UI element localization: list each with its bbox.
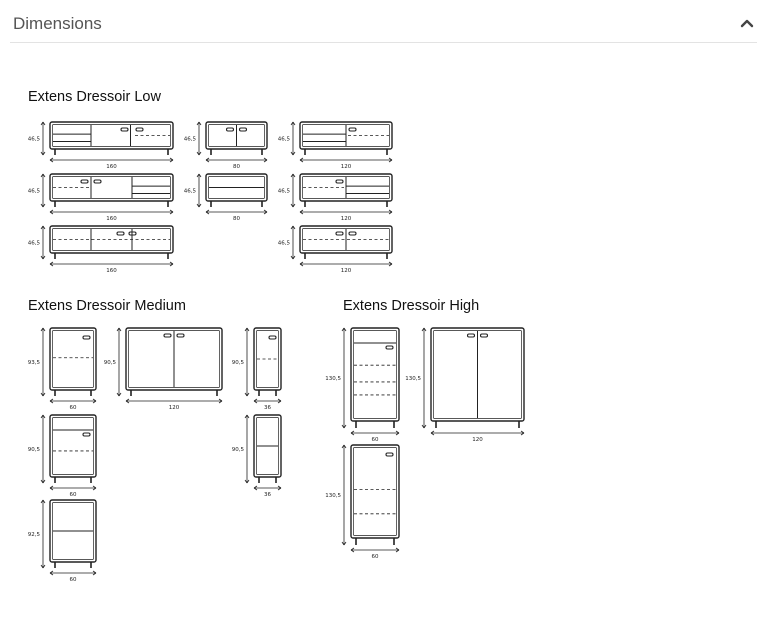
width-label: 60 xyxy=(372,437,379,443)
height-label: 93,5 xyxy=(28,360,41,366)
chevron-up-icon[interactable] xyxy=(737,12,757,34)
cabinet-drawing-high: 130,5 60 xyxy=(325,327,400,443)
cabinet-drawing-low: 46,5 120 xyxy=(278,121,393,170)
width-label: 80 xyxy=(233,164,240,170)
width-label: 120 xyxy=(341,164,352,170)
width-label: 60 xyxy=(372,554,379,560)
width-label: 160 xyxy=(106,268,117,274)
cabinet-drawing-medium: 90,5 36 xyxy=(232,327,282,411)
section-title-low: Extens Dressoir Low xyxy=(28,89,161,105)
width-label: 120 xyxy=(341,216,352,222)
cabinet-drawing-high: 130,5 60 xyxy=(325,444,400,560)
height-label: 46,5 xyxy=(28,137,41,143)
cabinet-outline xyxy=(49,327,97,391)
height-label: 130,5 xyxy=(405,376,421,382)
cabinet-drawing-high: 130,5 120 xyxy=(405,327,525,443)
width-label: 60 xyxy=(70,492,77,498)
width-label: 80 xyxy=(233,216,240,222)
cabinet-drawing-low: 46,5 80 xyxy=(184,121,268,170)
height-label: 46,5 xyxy=(28,241,41,247)
height-label: 90,5 xyxy=(104,360,117,366)
cabinet-drawing-medium: 90,5 60 xyxy=(28,414,97,498)
height-label: 90,5 xyxy=(28,447,41,453)
dimensions-accordion-header[interactable]: Dimensions xyxy=(10,0,757,43)
cabinet-drawing-medium: 92,5 60 xyxy=(28,499,97,583)
width-label: 36 xyxy=(264,492,271,498)
cabinet-drawing-low: 46,5 160 xyxy=(28,225,174,274)
height-label: 46,5 xyxy=(278,189,291,195)
width-label: 36 xyxy=(264,405,271,411)
height-label: 46,5 xyxy=(278,241,291,247)
width-label: 60 xyxy=(70,405,77,411)
cabinet-drawing-low: 46,5 120 xyxy=(278,173,393,222)
height-label: 90,5 xyxy=(232,360,245,366)
cabinet-drawing-low: 46,5 160 xyxy=(28,121,174,170)
cabinet-drawing-low: 46,5 80 xyxy=(184,173,268,222)
cabinet-drawing-low: 46,5 160 xyxy=(28,173,174,222)
width-label: 160 xyxy=(106,216,117,222)
cabinet-outline xyxy=(49,121,174,150)
height-label: 92,5 xyxy=(28,532,41,538)
height-label: 46,5 xyxy=(28,189,41,195)
height-label: 130,5 xyxy=(325,493,341,499)
height-label: 46,5 xyxy=(278,137,291,143)
width-label: 120 xyxy=(169,405,180,411)
cabinet-outline xyxy=(350,444,400,539)
width-label: 160 xyxy=(106,164,117,170)
height-label: 46,5 xyxy=(184,137,197,143)
cabinet-drawing-medium: 90,5 36 xyxy=(232,414,282,498)
width-label: 120 xyxy=(341,268,352,274)
section-title-medium: Extens Dressoir Medium xyxy=(28,298,186,314)
cabinet-outline xyxy=(49,414,97,478)
section-heading: Dimensions xyxy=(13,14,102,33)
width-label: 120 xyxy=(472,437,483,443)
cabinet-outline xyxy=(49,173,174,202)
height-label: 130,5 xyxy=(325,376,341,382)
cabinet-drawing-medium: 93,5 60 xyxy=(28,327,97,411)
section-title-high: Extens Dressoir High xyxy=(343,298,480,314)
cabinet-outline xyxy=(49,225,174,254)
cabinet-drawing-medium: 90,5 120 xyxy=(104,327,223,411)
cabinet-drawing-low: 46,5 120 xyxy=(278,225,393,274)
cabinet-outline xyxy=(253,327,282,391)
width-label: 60 xyxy=(70,577,77,583)
height-label: 90,5 xyxy=(232,447,245,453)
cabinet-outline xyxy=(350,327,400,422)
height-label: 46,5 xyxy=(184,189,197,195)
